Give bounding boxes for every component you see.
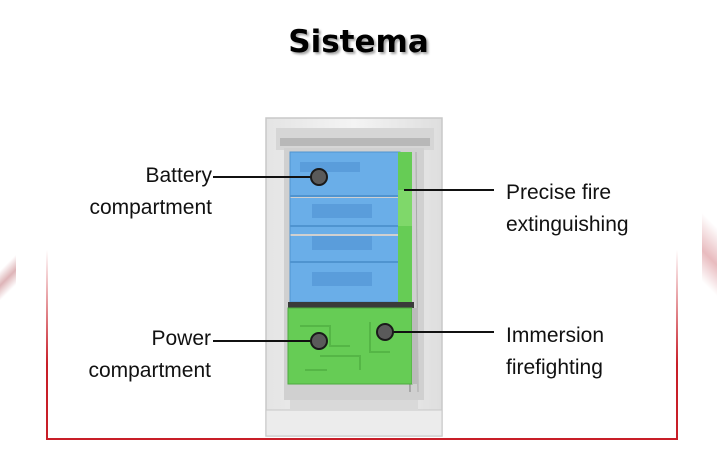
red-frame-left <box>46 250 48 440</box>
power-leader-line <box>213 340 311 342</box>
precise-fire-extinguishing-label: Precise fire extinguishing <box>506 181 629 236</box>
battery-marker <box>310 168 328 186</box>
storage-cabinet-illustration <box>265 117 443 437</box>
immersion-marker <box>376 323 394 341</box>
immersion-firefighting-label: Immersion firefighting <box>506 324 605 379</box>
immersion-leader-line <box>386 331 494 333</box>
decorative-edge-right <box>702 190 717 300</box>
precise-fire-extinguishing-region <box>398 152 412 302</box>
red-frame-right <box>676 250 678 440</box>
battery-compartment-region <box>289 151 401 303</box>
power-marker <box>310 332 328 350</box>
cabinet-base <box>265 409 443 437</box>
diagram-title: Sistema <box>288 24 429 60</box>
battery-compartment-label: Battery compartment <box>89 164 212 219</box>
red-frame-bottom <box>46 438 678 440</box>
power-compartment-label: Power compartment <box>88 327 211 382</box>
fire-leader-line <box>404 189 494 191</box>
decorative-edge-left <box>0 240 16 300</box>
power-compartment-region <box>287 307 413 385</box>
battery-leader-line <box>213 176 311 178</box>
